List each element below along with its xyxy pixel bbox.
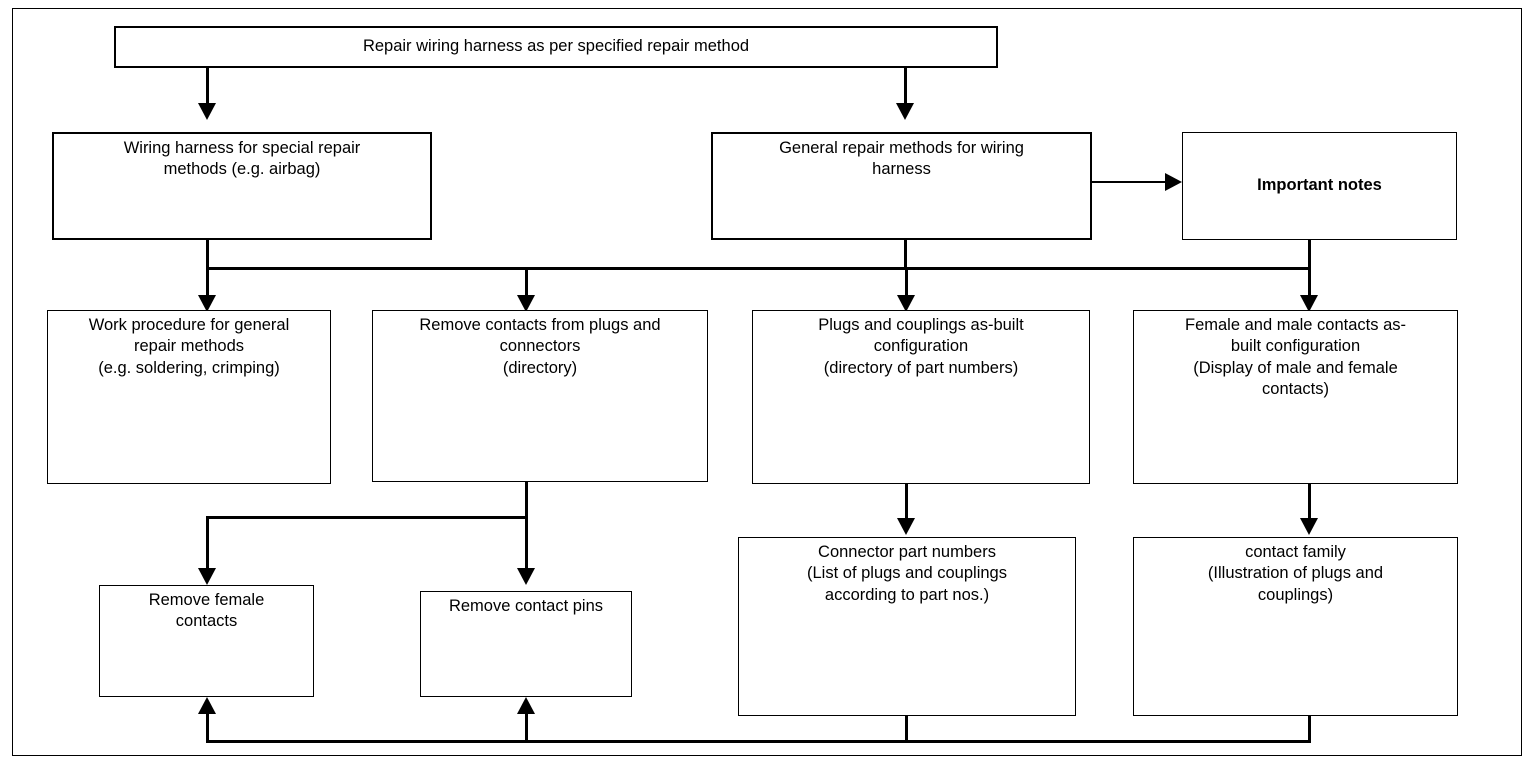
node-connector-part-numbers[interactable]: Connector part numbers (List of plugs an… — [738, 537, 1076, 716]
edge-bus-to-remove-contacts-arrow — [517, 295, 535, 312]
node-remove-contacts-line-1: Remove contacts from plugs and — [419, 316, 661, 334]
edge-bus-to-plugs-couplings-arrow — [897, 295, 915, 312]
node-female-male-contacts-line-3: (Display of male and female — [1193, 358, 1398, 377]
node-remove-female-contacts-line-1: Remove female — [148, 591, 265, 609]
edge-remove-contacts-to-female-contacts-arrow — [198, 568, 216, 585]
edge-remove-contacts-to-female-contacts-line — [206, 517, 209, 570]
node-plugs-couplings-line-3: (directory of part numbers) — [823, 358, 1019, 377]
node-work-procedure-line-2: repair methods — [133, 337, 245, 356]
node-work-procedure-line-1: Work procedure for general — [88, 316, 290, 334]
drop-contact-family-to-return-bus — [1308, 715, 1311, 743]
edge-root-to-special-methods-line — [206, 67, 209, 105]
node-repair-wiring-harness-label: Repair wiring harness as per specified r… — [362, 37, 750, 56]
node-plugs-couplings-line-1: Plugs and couplings as-built — [818, 316, 1024, 334]
edge-general-to-important-notes-arrow — [1165, 173, 1182, 191]
node-remove-contact-pins-label: Remove contact pins — [448, 597, 604, 615]
node-special-methods-line-2: methods (e.g. airbag) — [163, 160, 321, 179]
edge-return-bus-to-female-contacts-line — [206, 710, 209, 742]
node-wiring-harness-special-repair-methods[interactable]: Wiring harness for special repair method… — [52, 132, 432, 240]
return-bus-bottom — [206, 740, 1310, 743]
node-female-and-male-contacts-as-built-configuration[interactable]: Female and male contacts as- built confi… — [1133, 310, 1458, 484]
edge-bus-to-plugs-couplings-line — [905, 268, 908, 297]
edge-general-to-important-notes-line — [1092, 181, 1172, 183]
node-special-methods-line-1: Wiring harness for special repair — [123, 139, 361, 157]
edge-remove-contacts-stem — [525, 481, 528, 517]
edge-plugs-to-connector-part-numbers-line — [905, 483, 908, 520]
node-remove-female-contacts[interactable]: Remove female contacts — [99, 585, 314, 697]
edge-bus-to-work-procedure-arrow — [198, 295, 216, 312]
node-remove-contacts-line-3: (directory) — [502, 358, 578, 377]
node-work-procedure-general-repair-methods[interactable]: Work procedure for general repair method… — [47, 310, 331, 484]
edge-root-to-general-methods-line — [904, 67, 907, 105]
node-general-methods-line-2: harness — [872, 160, 931, 179]
edge-bus-to-work-procedure-line — [206, 268, 209, 297]
edge-return-bus-to-female-contacts-arrow — [198, 697, 216, 714]
node-female-male-contacts-line-1: Female and male contacts as- — [1184, 316, 1407, 334]
edge-root-to-general-methods-arrow — [896, 103, 914, 120]
node-connector-part-numbers-line-1: Connector part numbers — [818, 543, 996, 561]
edge-return-bus-to-contact-pins-line — [525, 710, 528, 742]
node-female-male-contacts-line-4: contacts) — [1262, 380, 1329, 399]
node-connector-part-numbers-line-3: according to part nos.) — [824, 585, 990, 604]
edge-female-male-to-contact-family-line — [1308, 483, 1311, 520]
node-repair-wiring-harness[interactable]: Repair wiring harness as per specified r… — [114, 26, 998, 68]
node-contact-family-line-1: contact family — [1245, 543, 1346, 561]
node-contact-family-line-2: (Illustration of plugs and — [1207, 564, 1384, 583]
edge-bus-to-female-male-contacts-line — [1308, 268, 1311, 297]
drop-special-methods-to-bus — [206, 240, 209, 270]
node-remove-contacts-line-2: connectors — [499, 337, 581, 356]
distribution-bus-top — [206, 267, 1310, 270]
edge-plugs-to-connector-part-numbers-arrow — [897, 518, 915, 535]
node-remove-female-contacts-line-2: contacts — [175, 612, 238, 631]
node-contact-family-line-3: couplings) — [1257, 585, 1334, 604]
edge-return-bus-to-contact-pins-arrow — [517, 697, 535, 714]
drop-connector-part-numbers-to-return-bus — [905, 715, 908, 743]
edge-remove-contacts-branch-line — [206, 516, 527, 519]
edge-remove-contacts-to-contact-pins-line — [525, 517, 528, 570]
node-contact-family[interactable]: contact family (Illustration of plugs an… — [1133, 537, 1458, 716]
edge-bus-to-remove-contacts-line — [525, 268, 528, 297]
node-plugs-couplings-line-2: configuration — [873, 337, 969, 356]
node-female-male-contacts-line-2: built configuration — [1230, 337, 1361, 356]
edge-root-to-special-methods-arrow — [198, 103, 216, 120]
drop-general-methods-to-bus — [904, 240, 907, 270]
edge-remove-contacts-to-contact-pins-arrow — [517, 568, 535, 585]
node-important-notes[interactable]: Important notes — [1182, 132, 1457, 240]
node-connector-part-numbers-line-2: (List of plugs and couplings — [807, 564, 1007, 583]
node-general-methods-line-1: General repair methods for wiring — [779, 139, 1024, 157]
diagram-frame — [12, 8, 1522, 756]
drop-important-notes-to-bus — [1308, 240, 1311, 270]
node-work-procedure-line-3: (e.g. soldering, crimping) — [98, 358, 280, 377]
node-plugs-and-couplings-as-built-configuration[interactable]: Plugs and couplings as-built configurati… — [752, 310, 1090, 484]
node-remove-contacts-from-plugs-and-connectors[interactable]: Remove contacts from plugs and connector… — [372, 310, 708, 482]
node-remove-contact-pins[interactable]: Remove contact pins — [420, 591, 632, 697]
edge-female-male-to-contact-family-arrow — [1300, 518, 1318, 535]
edge-bus-to-female-male-contacts-arrow — [1300, 295, 1318, 312]
node-general-repair-methods[interactable]: General repair methods for wiring harnes… — [711, 132, 1092, 240]
node-important-notes-label: Important notes — [1257, 176, 1382, 195]
